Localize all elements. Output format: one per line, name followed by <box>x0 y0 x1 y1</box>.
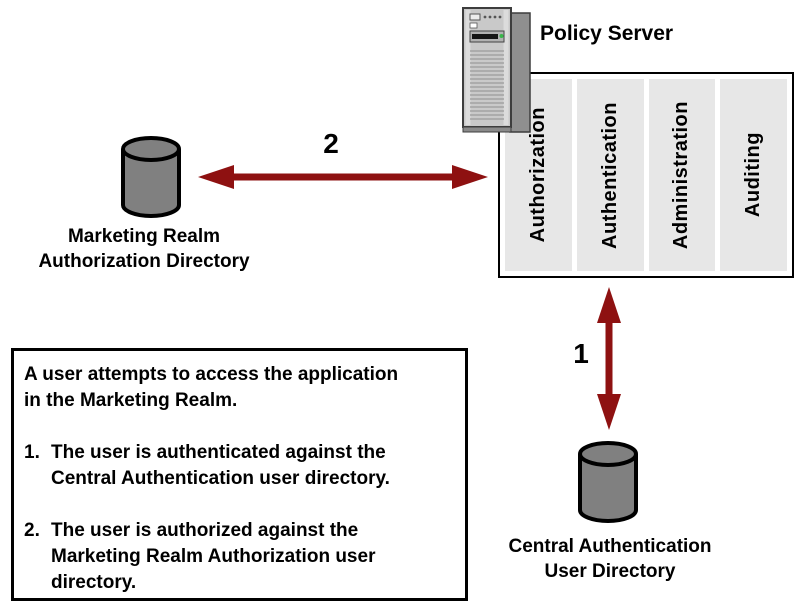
marketing-directory-label-line1: Marketing Realm <box>67 226 221 247</box>
authorization-flow-arrow <box>198 165 488 189</box>
marketing-directory-label-line2: Authorization Directory <box>38 251 250 272</box>
note-step-2-line1: The user is authorized against the <box>51 520 359 541</box>
central-directory-label-line2: User Directory <box>544 561 676 582</box>
module-auditing-label: Auditing <box>742 132 765 218</box>
marketing-directory-icon <box>121 136 181 218</box>
module-authentication: Authentication <box>576 79 644 271</box>
authentication-flow-number: 1 <box>573 338 589 369</box>
note-step-2-line3: directory. <box>51 572 137 593</box>
note-box: A user attempts to access the applicatio… <box>11 348 468 601</box>
module-authentication-label: Authentication <box>598 101 621 249</box>
note-step-1-line1: The user is authenticated against the <box>51 442 386 463</box>
note-step-1: 1. The user is authenticated against the… <box>24 440 455 492</box>
note-step-2-number: 2. <box>24 520 40 541</box>
authentication-flow-arrow <box>597 287 621 430</box>
module-administration: Administration <box>648 79 716 271</box>
authorization-flow-number: 2 <box>323 128 339 159</box>
server-tower-icon <box>462 7 531 133</box>
note-intro-line2: in the Marketing Realm. <box>24 390 238 411</box>
central-directory-label-line1: Central Authentication <box>508 536 712 557</box>
note-step-1-line2: Central Authentication user directory. <box>51 468 390 489</box>
central-directory-icon <box>578 441 638 523</box>
policy-server-title: Policy Server <box>540 22 674 45</box>
note-step-1-number: 1. <box>24 442 40 463</box>
module-administration-label: Administration <box>670 100 693 250</box>
note-step-2-line2: Marketing Realm Authorization user <box>51 546 376 567</box>
policy-server-box: Authorization Authentication Administrat… <box>498 72 794 278</box>
module-auditing: Auditing <box>720 79 787 271</box>
marketing-directory-label: Marketing Realm Authorization Directory <box>13 224 275 274</box>
note-intro: A user attempts to access the applicatio… <box>24 362 455 414</box>
note-intro-line1: A user attempts to access the applicatio… <box>24 364 399 385</box>
central-directory-label: Central Authentication User Directory <box>480 534 740 584</box>
note-step-2: 2. The user is authorized against the Ma… <box>24 518 455 596</box>
